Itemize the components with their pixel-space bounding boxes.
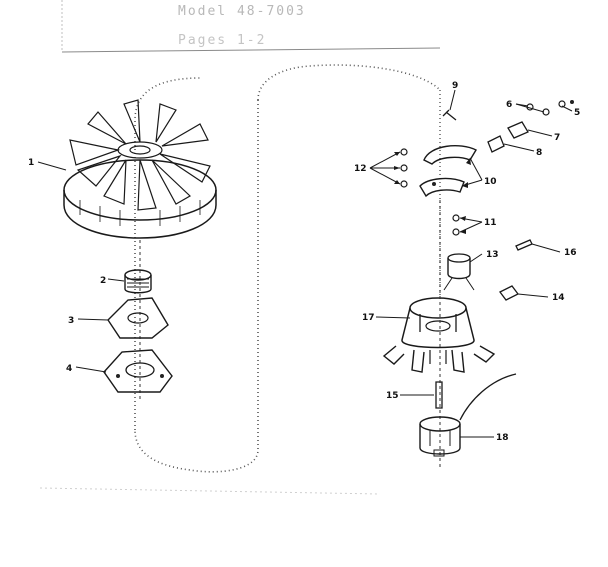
clip-14 (499, 285, 519, 301)
callout-18: 18 (496, 433, 509, 443)
nut (124, 269, 152, 294)
fan-impeller (63, 99, 217, 239)
tank-outline (134, 64, 441, 473)
callout-13: 13 (486, 250, 499, 260)
header-line-1: Model 48-7003 (178, 4, 306, 19)
header-line-2: Pages 1-2 (178, 33, 266, 48)
switch-13 (443, 253, 475, 291)
motor-18 (419, 373, 517, 457)
clamp-10 (419, 145, 477, 198)
screws-12 (400, 148, 408, 188)
callout-11: 11 (484, 218, 497, 228)
callout-5: 5 (574, 108, 580, 118)
bottom-rule (39, 487, 381, 495)
callout-12: 12 (354, 164, 367, 174)
callout-10: 10 (484, 177, 497, 187)
gasket-plate (107, 297, 169, 339)
callout-6: 6 (506, 100, 512, 110)
callout-17: 17 (362, 313, 375, 323)
callout-4: 4 (66, 364, 72, 374)
callout-15: 15 (386, 391, 399, 401)
callout-2: 2 (100, 276, 106, 286)
callout-8: 8 (536, 148, 542, 158)
header-rule (61, 47, 441, 53)
callout-3: 3 (68, 316, 74, 326)
leader-arrows (394, 152, 471, 234)
shaft-15 (435, 381, 443, 409)
pin-16 (515, 239, 533, 251)
callout-14: 14 (552, 293, 565, 303)
hardware-5-6 (526, 100, 574, 116)
bracket-7-8 (487, 121, 529, 153)
callout-16: 16 (564, 248, 577, 258)
mounting-plate (103, 349, 173, 393)
screws-11 (452, 214, 460, 236)
screw-9 (442, 109, 457, 121)
motor-housing (382, 297, 496, 373)
callout-1: 1 (28, 158, 34, 168)
callout-9: 9 (452, 81, 458, 91)
callout-7: 7 (554, 133, 560, 143)
